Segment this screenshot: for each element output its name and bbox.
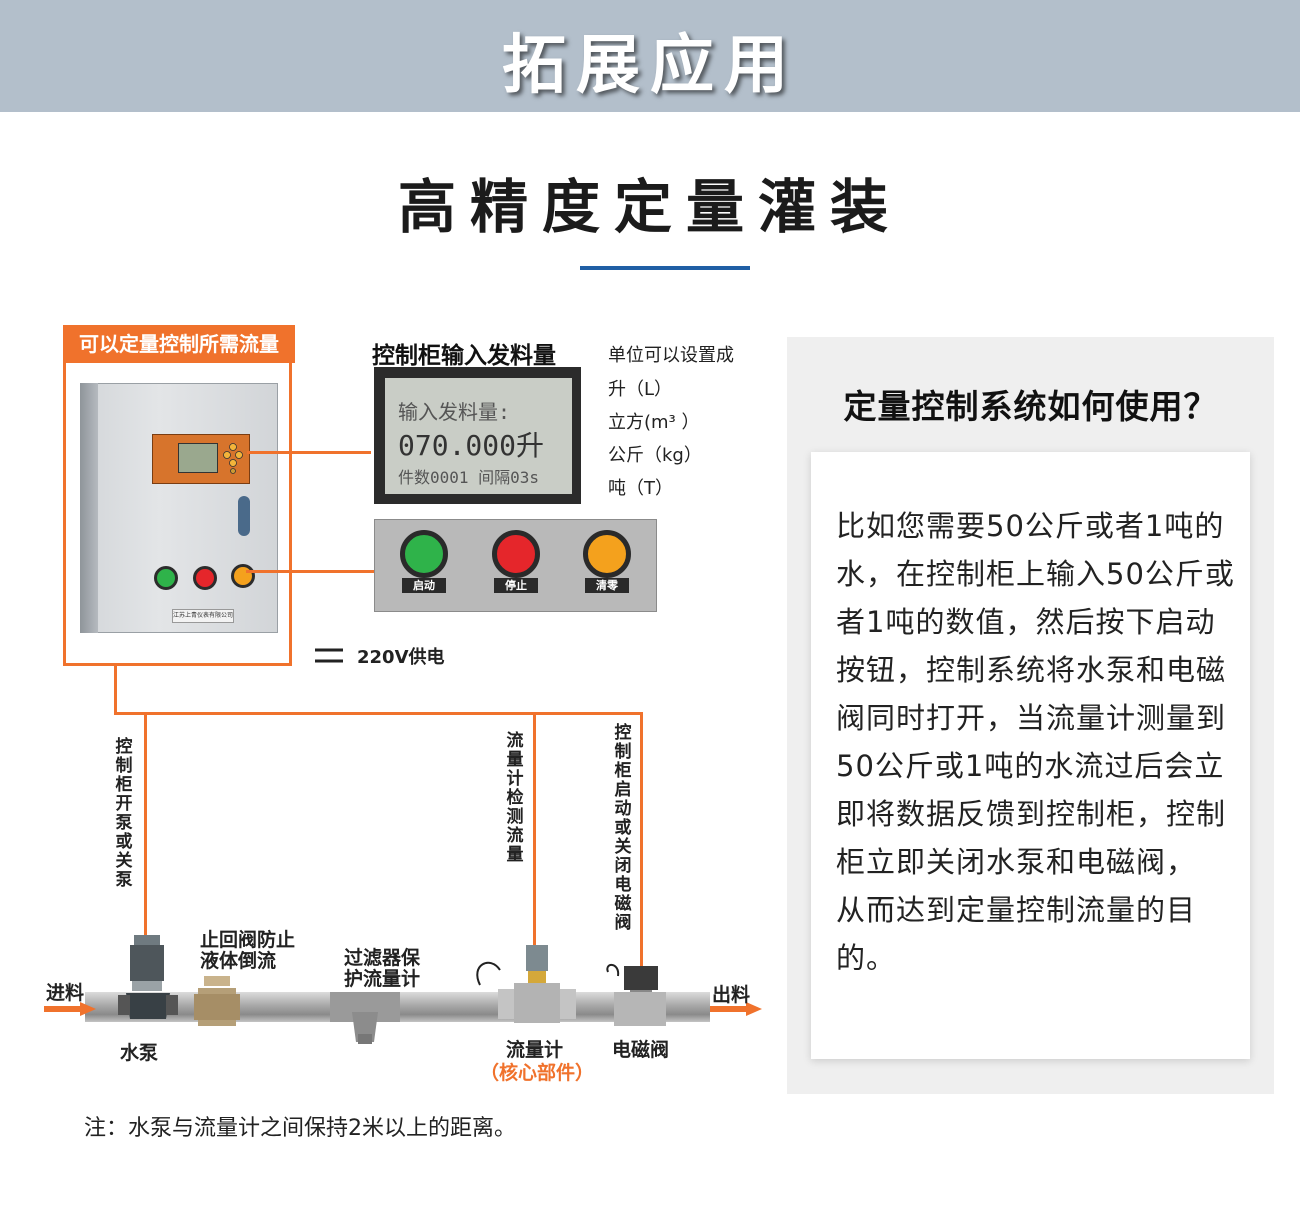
wire-pump [144,712,147,942]
cabinet-screen [178,443,218,473]
pump-label: 水泵 [120,1042,159,1064]
outlet-label: 出料 [712,984,751,1006]
reset-button-icon [583,530,631,578]
solenoid-label: 电磁阀 [612,1039,670,1061]
start-button-icon [400,530,448,578]
stop-button-icon [492,530,540,578]
wire-label-pump: 控制柜开泵或关泵 [115,737,133,890]
lcd-line-2: 070.000升 [398,429,545,462]
cabinet-side [80,383,98,633]
cabinet-stop-button [193,566,217,590]
reset-button-label: 清零 [585,578,629,593]
cabinet-frame [63,363,292,666]
unit-cubic: 立方(m³ ） [608,412,700,433]
check-valve-label: 止回阀防止液体倒流 [200,929,296,972]
wire-label-valve: 控制柜启动或关闭电磁阀 [614,723,632,933]
lcd-line-3: 件数0001 间隔03s [398,468,540,487]
check-valve-icon [194,976,240,1026]
cabinet-label: 可以定量控制所需流量 [63,325,295,363]
water-pump-icon [118,935,178,1019]
inlet-label: 进料 [46,982,85,1004]
cabinet-reset-button [231,564,255,588]
lcd-caption: 控制柜输入发料量 [372,343,556,369]
cabinet-nameplate: 江苏上青仪表有限公司 [172,609,234,623]
page-title: 高精度定量灌装 [397,173,902,241]
wire-flowmeter [533,712,536,952]
solenoid-valve-icon [606,964,666,1026]
y-filter-icon [330,992,400,1044]
panel-title: 定量控制系统如何使用？ [843,387,1218,426]
units-heading: 单位可以设置成 [608,345,734,366]
lcd-line-1: 输入发料量: [398,400,511,424]
wire-bus [114,712,643,715]
lcd-screen [385,378,572,494]
cabinet-start-button [154,566,178,590]
flowmeter-icon [476,945,576,1023]
flowmeter-label: 流量计 [506,1039,564,1061]
wire-label-flowmeter: 流量计检测流量 [506,731,524,865]
dc-power-icon [315,648,343,663]
inlet-arrow-icon [44,1002,96,1016]
stop-button-label: 停止 [494,578,538,593]
info-card [811,452,1250,1059]
wire-cabinet-down [114,666,117,714]
distance-note: 注：水泵与流量计之间保持2米以上的距离。 [84,1116,516,1141]
info-card-text: 比如您需要50公斤或者1吨的水，在控制柜上输入50公斤或者1吨的数值，然后按下启… [836,509,1235,975]
flowmeter-core-label: （核心部件） [480,1062,595,1084]
unit-ton: 吨（T） [608,478,673,499]
title-underline [580,266,750,270]
connector-line-lcd [247,451,371,454]
header-banner [0,0,1300,112]
cabinet-keypad-icon [223,443,243,474]
wire-valve [640,712,643,974]
cabinet-handle [238,496,250,536]
banner-title: 拓展应用 [502,29,798,103]
connector-line-buttons [246,570,374,573]
outlet-arrow-icon [710,1002,762,1016]
start-button-label: 启动 [402,578,446,593]
power-label: 220V供电 [357,647,445,668]
filter-label: 过滤器保护流量计 [344,947,421,990]
unit-liter: 升（L） [608,379,673,400]
unit-kg: 公斤（kg） [608,445,702,466]
